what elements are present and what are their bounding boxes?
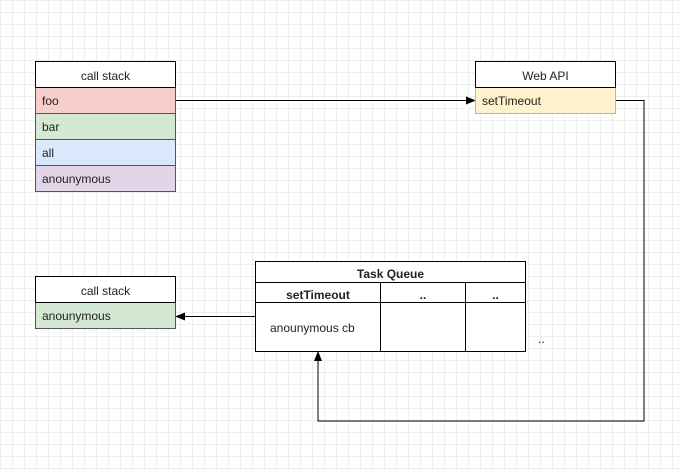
web-api-settimeout: setTimeout [475,88,616,114]
stack-frame-foo: foo [35,88,176,114]
call-stack-top-title-box: call stack [35,61,176,88]
stack-frame-anounymous: anounymous [35,166,176,192]
task-queue-cell-anounymous-cb: anounymous cb [270,321,355,335]
call-stack-top: call stack foo bar all anounymous [35,61,176,192]
stack-frame-label: foo [42,94,59,108]
stack-frame-label: anounymous [42,309,111,323]
web-api: Web API setTimeout [475,61,616,115]
task-queue: Task Queue setTimeout .. .. anounymous c… [255,261,526,352]
stack-frame-bar: bar [35,114,176,140]
stack-frame-label: all [42,146,55,160]
stack-frame-all: all [35,140,176,166]
web-api-title-box: Web API [475,61,616,88]
web-api-title: Web API [522,69,569,83]
stack-frame-label: anounymous [42,172,111,186]
task-queue-header-settimeout: setTimeout [286,288,350,302]
task-queue-header-divider [256,302,525,303]
task-queue-header-2: .. [419,288,427,302]
call-stack-bottom-title-box: call stack [35,276,176,303]
task-queue-col-divider-1 [380,282,381,352]
web-api-item-label: setTimeout [482,94,541,108]
stack-frame-label: bar [42,120,60,134]
task-queue-title-divider [256,282,525,283]
stack-frame-anounymous-bottom: anounymous [35,303,176,329]
call-stack-bottom: call stack anounymous [35,276,176,330]
task-queue-title: Task Queue [356,267,425,281]
call-stack-bottom-title: call stack [80,284,131,298]
task-queue-header-3: .. [492,288,499,302]
task-queue-trailing-ellipsis: .. [538,332,545,346]
task-queue-col-divider-2 [465,282,466,352]
call-stack-top-title: call stack [80,69,131,83]
